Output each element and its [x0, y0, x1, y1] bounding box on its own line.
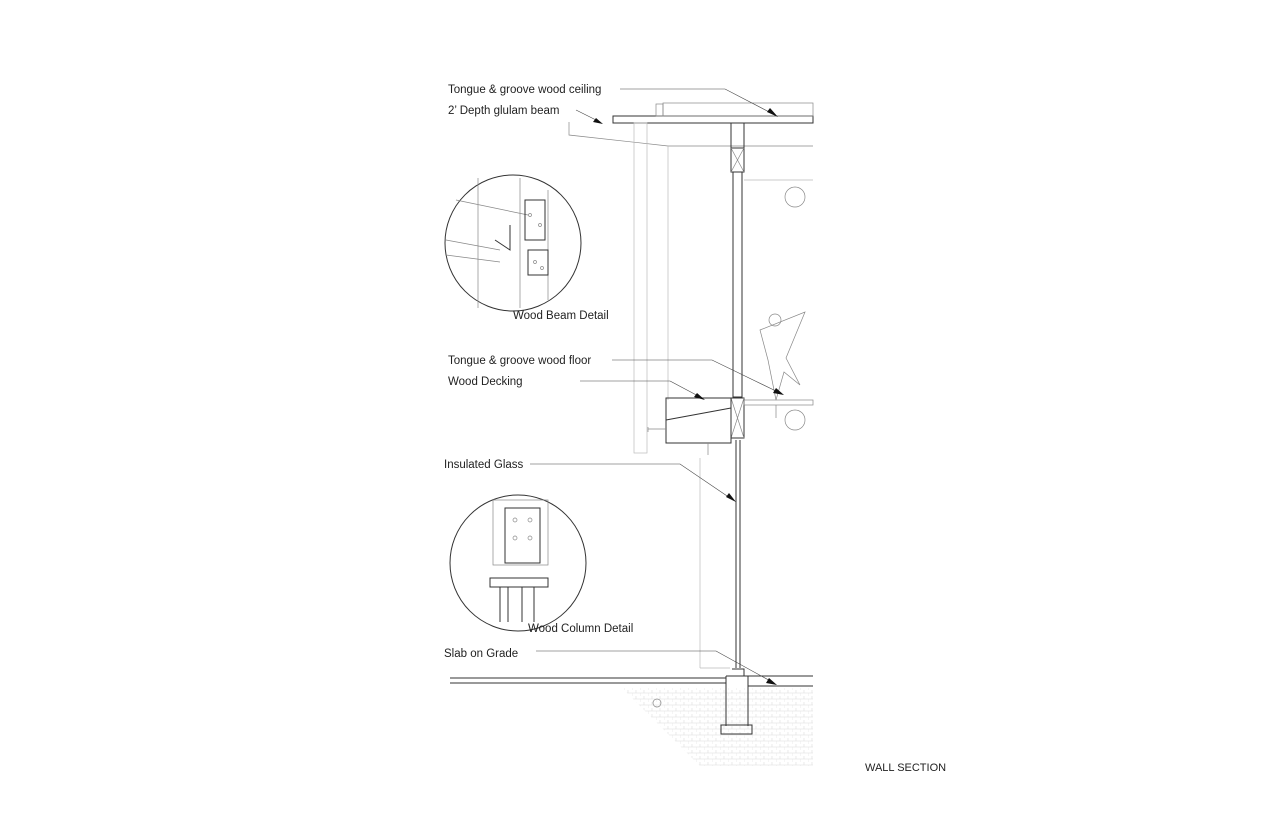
roof-assembly: [568, 102, 814, 454]
wall-column: [699, 122, 813, 669]
label-glulam-beam: 2’ Depth glulam beam: [448, 105, 559, 117]
label-wood-decking: Wood Decking: [448, 376, 523, 388]
human-scale-figure: [759, 311, 806, 401]
drawing-title: WALL SECTION: [865, 762, 946, 774]
wood-beam-detail: [444, 174, 582, 312]
label-slab-on-grade: Slab on Grade: [444, 648, 518, 660]
label-wood-column-detail: Wood Column Detail: [528, 623, 633, 635]
figure-head: [768, 313, 782, 327]
foundation: [450, 668, 813, 766]
wood-column-detail: [449, 494, 587, 632]
leader-lines: [530, 88, 784, 685]
label-ceiling: Tongue & groove wood ceiling: [448, 84, 601, 96]
label-insulated-glass: Insulated Glass: [444, 459, 524, 471]
label-wood-floor: Tongue & groove wood floor: [448, 355, 591, 367]
label-wood-beam-detail: Wood Beam Detail: [513, 310, 609, 322]
floor-assembly: [647, 397, 814, 455]
